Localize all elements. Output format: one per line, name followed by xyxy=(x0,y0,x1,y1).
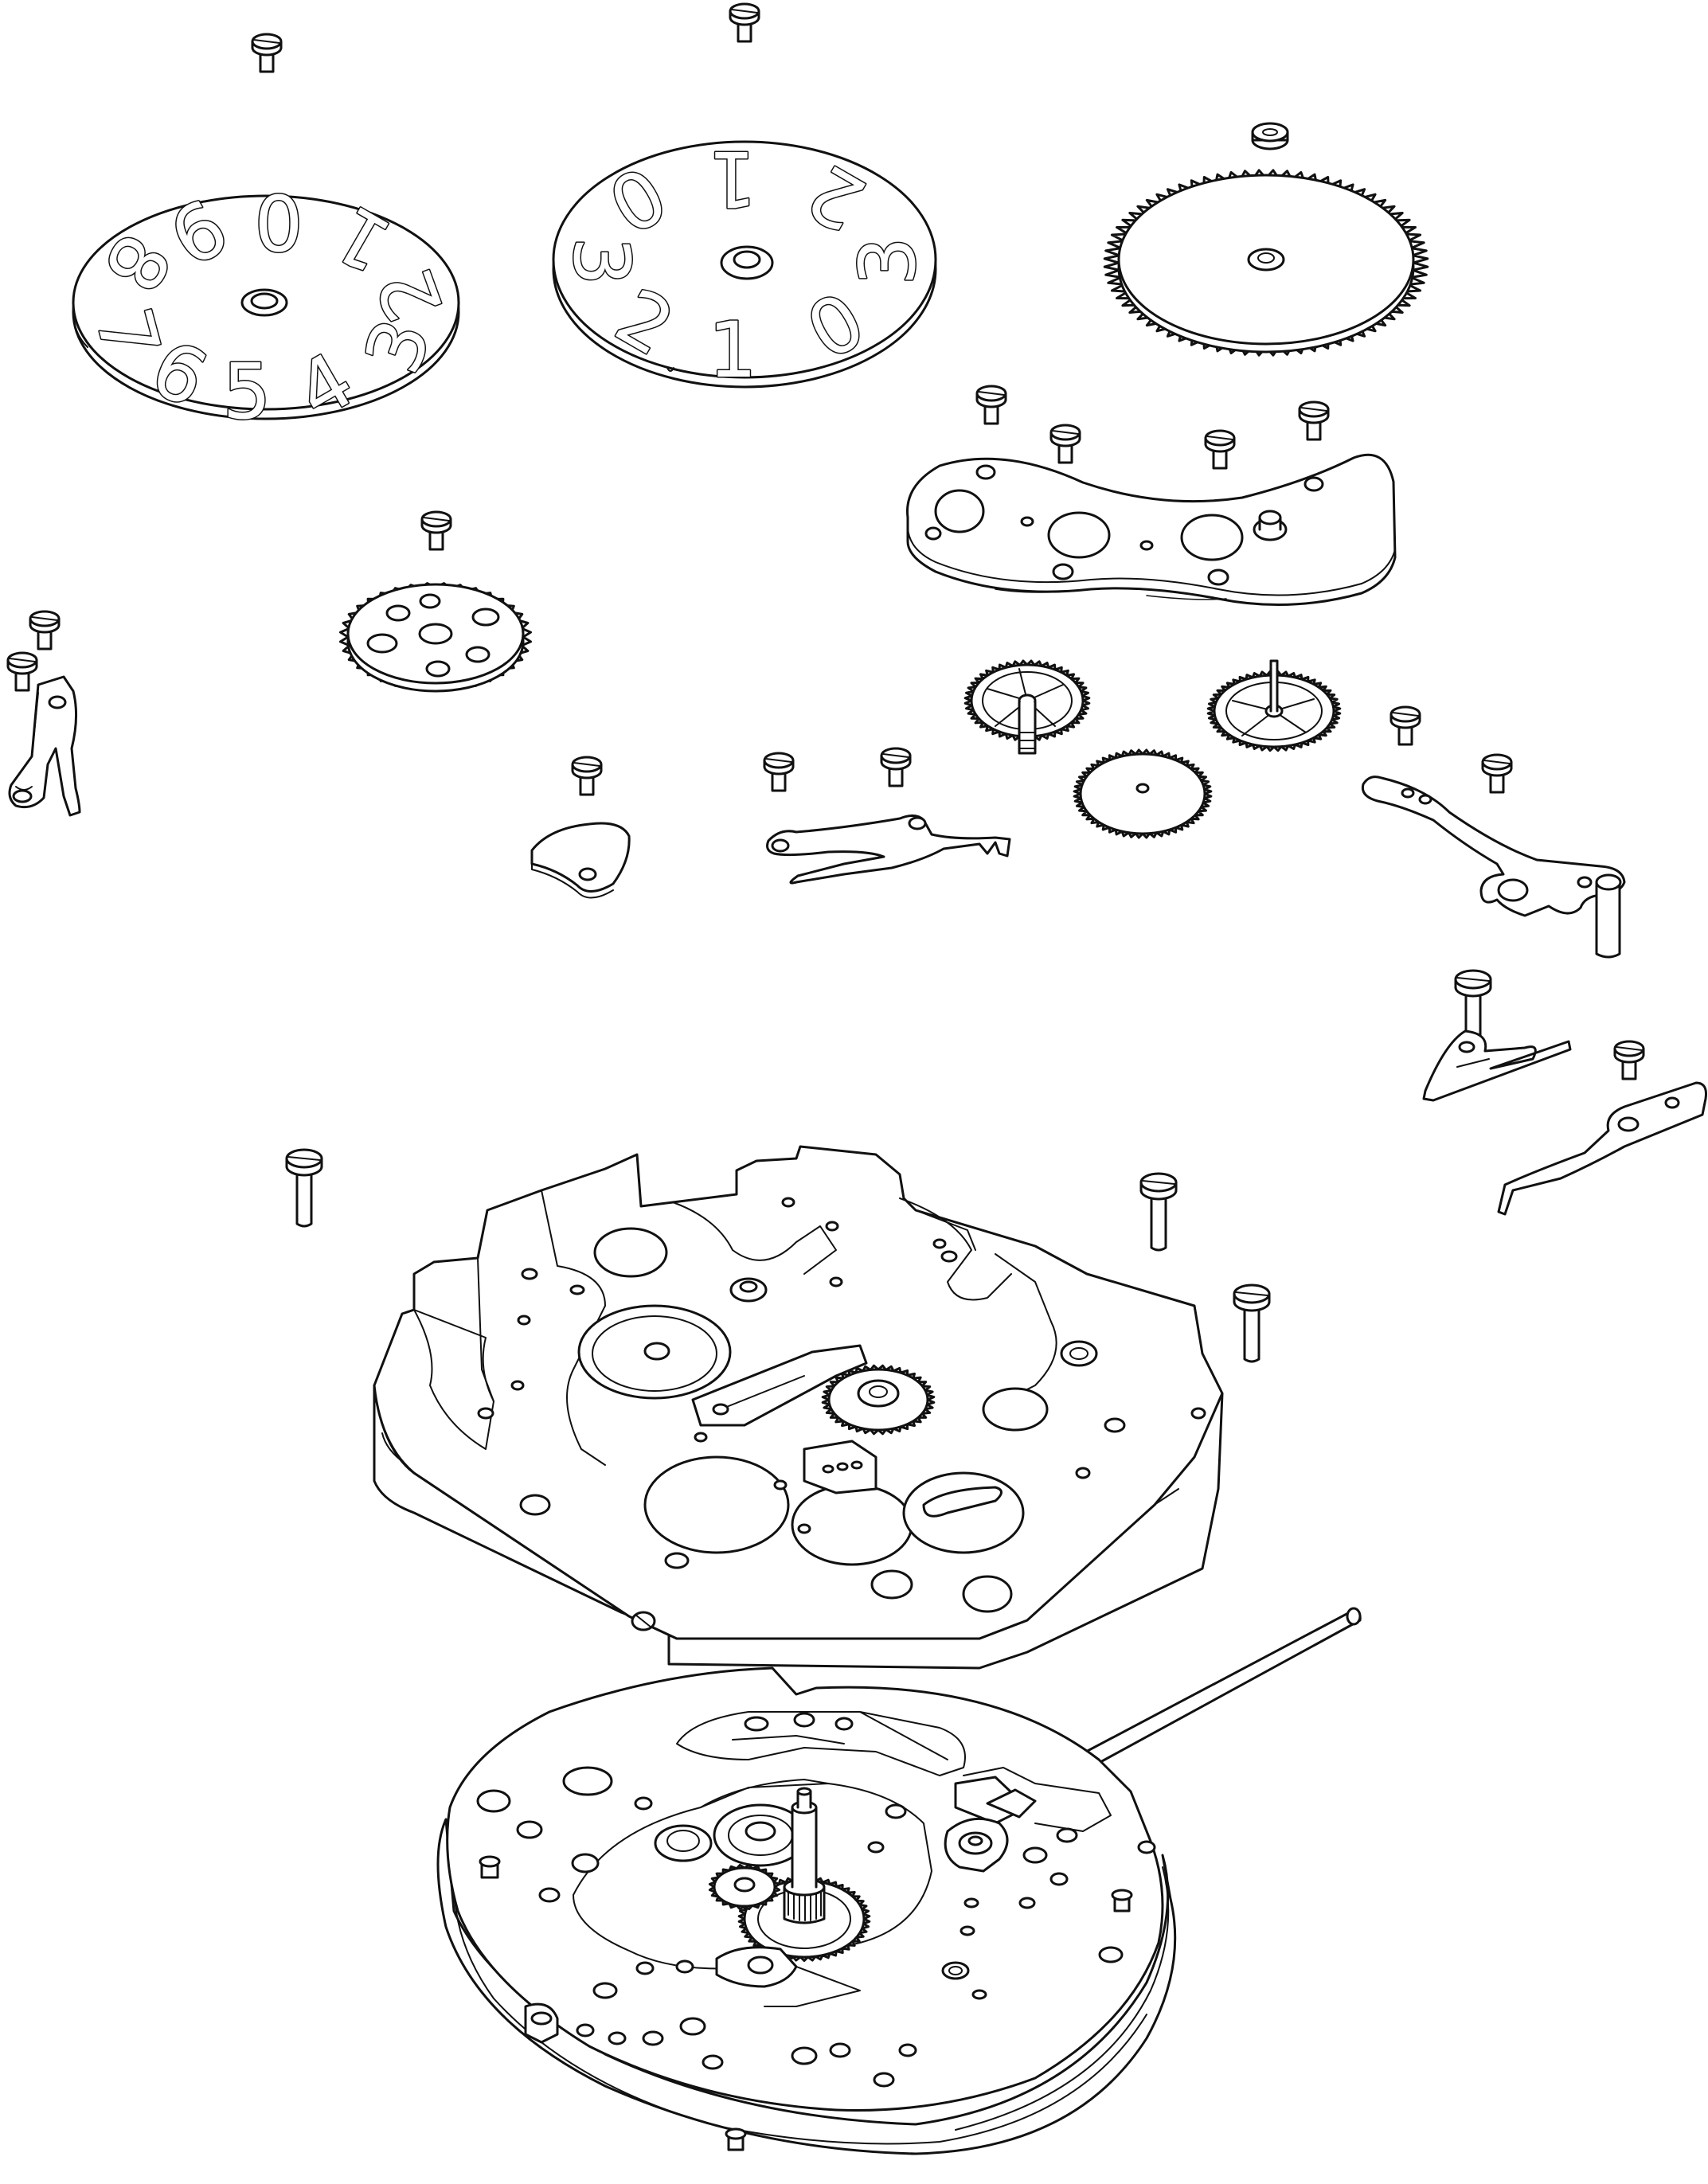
plate-screw-center xyxy=(1139,1172,1178,1252)
date-spring xyxy=(766,815,1011,885)
winding-stem xyxy=(1069,1607,1362,1773)
bridge-screw-1 xyxy=(975,385,1007,425)
screw-operating-lever xyxy=(1613,1040,1645,1080)
base-movement xyxy=(436,1666,1177,2155)
screw-lever-right-1 xyxy=(1389,705,1421,746)
middle-disc-numeral-6: 3 xyxy=(557,236,646,285)
train-bridge xyxy=(906,453,1397,607)
plate-screw-right xyxy=(1233,1283,1271,1363)
train-wheel-3 xyxy=(1073,748,1213,839)
bridge-screw-4 xyxy=(1298,400,1330,441)
intermediate-date-wheel xyxy=(339,582,532,693)
click-spring-lever xyxy=(8,675,81,817)
toothed-date-ring xyxy=(1103,169,1429,357)
date-module-plate xyxy=(373,1145,1224,1670)
screw-jumper-left xyxy=(571,756,603,796)
setting-lever xyxy=(1361,776,1626,959)
middle-disc-numeral-4: 1 xyxy=(708,306,756,395)
train-wheel-1 xyxy=(963,659,1091,755)
train-wheel-2 xyxy=(1206,659,1342,752)
rim-detail-lines xyxy=(995,588,1227,600)
screw-far-left-1 xyxy=(29,610,61,651)
left-disc-numeral-5: 5 xyxy=(222,347,271,436)
screw-top-left xyxy=(251,33,283,73)
screw-lever-right-2 xyxy=(1481,753,1513,794)
middle-disc-numeral-0: 1 xyxy=(708,134,756,223)
screw-spring-1 xyxy=(763,752,795,792)
bridge-screw-2 xyxy=(1049,424,1081,464)
middle-numeral-disc: 1 2 3 0 1 2 3 0 xyxy=(552,133,937,397)
yoke-spring xyxy=(1422,1029,1572,1102)
screw-far-left-2 xyxy=(6,651,38,692)
bushing-top-right xyxy=(1251,122,1289,150)
operating-lever xyxy=(1497,1081,1707,1216)
plate-screw-left xyxy=(285,1148,323,1228)
bridge-screw-3 xyxy=(1204,429,1236,470)
screw-spring-2 xyxy=(880,747,912,787)
screw-top-center xyxy=(729,2,760,43)
date-jumper-cam xyxy=(530,822,631,899)
screw-gear-left xyxy=(420,510,452,551)
left-disc-numeral-0: 0 xyxy=(254,177,303,266)
left-numeral-disc: 0 1 2 3 4 5 6 7 8 9 xyxy=(72,176,462,438)
middle-disc-numeral-2: 3 xyxy=(843,236,932,285)
